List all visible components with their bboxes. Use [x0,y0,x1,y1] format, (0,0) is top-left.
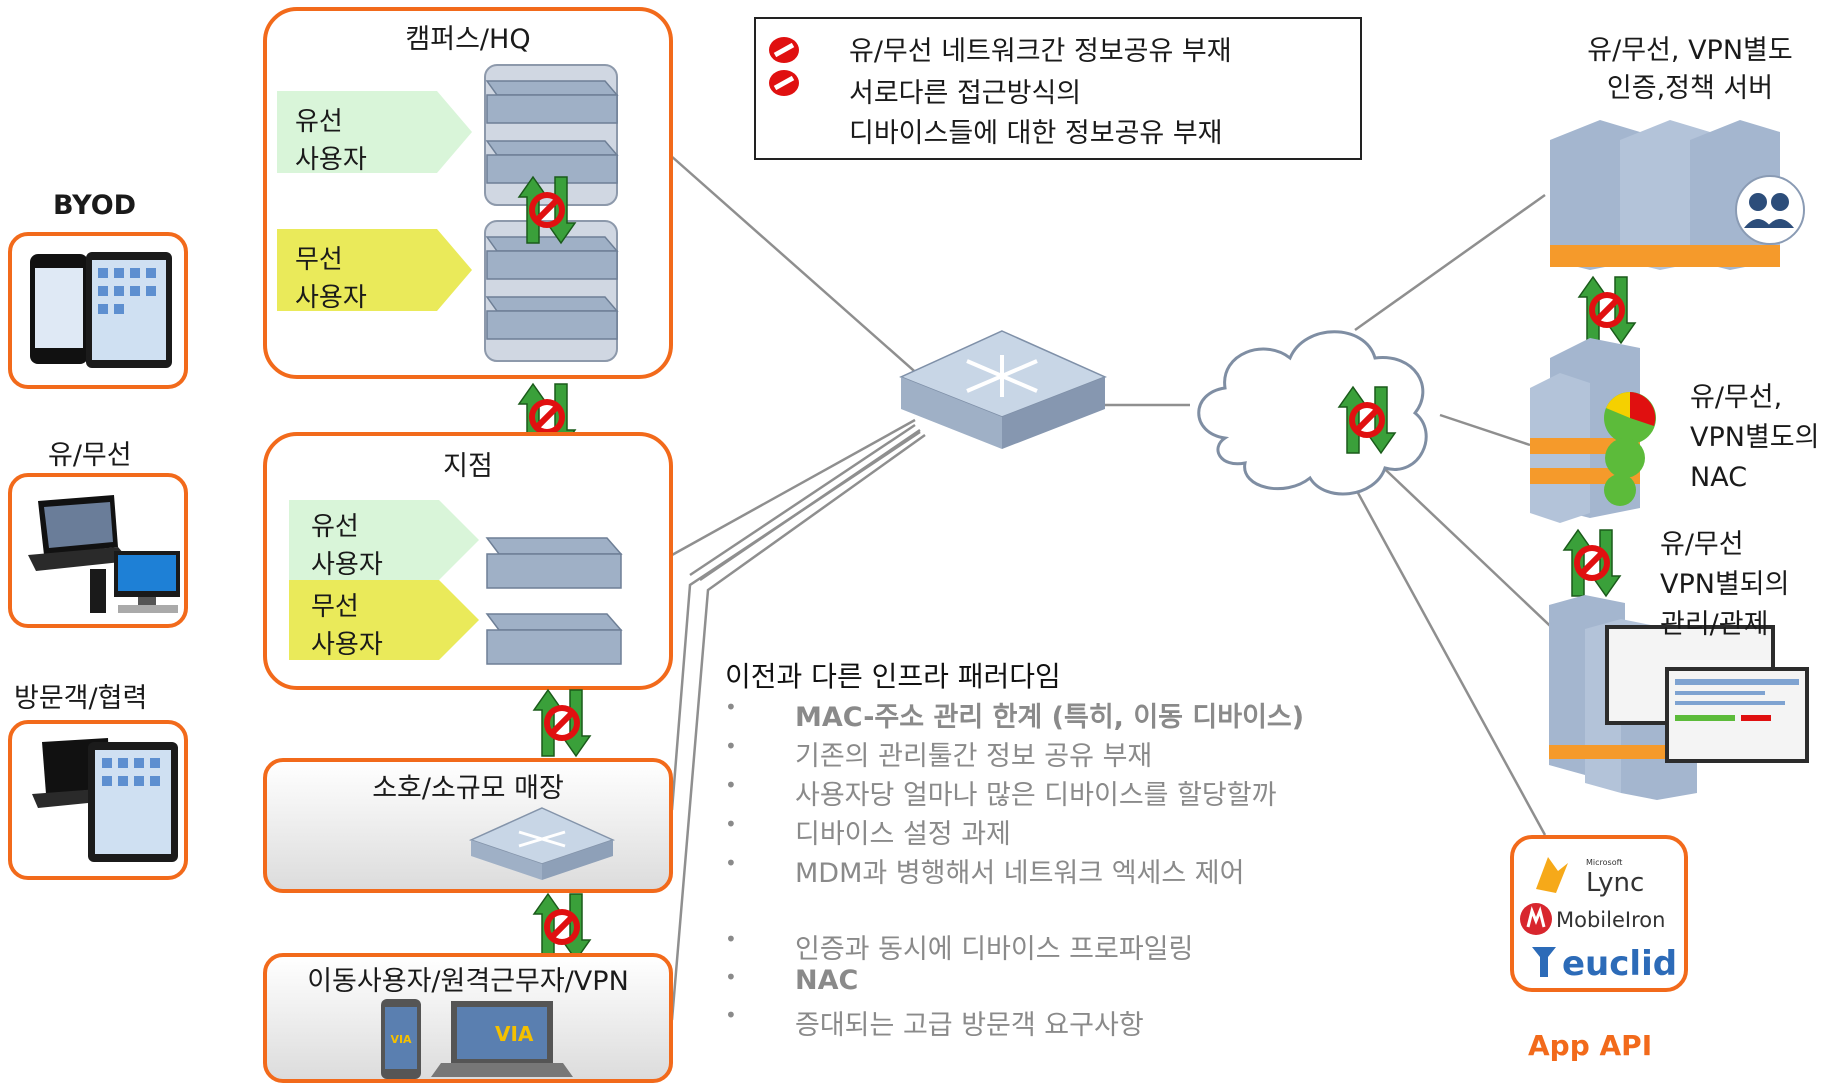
mobileiron-logo: MobileIron [1520,903,1665,935]
legend-box: 유/무선 네트워크간 정보공유 부재 서로다른 접근방식의 디바이스들에 대한 … [754,17,1362,160]
wired-user-arrow [289,500,479,580]
legend-line-3: 디바이스들에 대한 정보공유 부재 [849,118,1223,149]
wired-wireless-label: 유/무선 [48,440,132,471]
mobile-vpn-panel: 이동사용자/원격근무자/VPN VIA VIA [263,953,673,1083]
switch-stack-icon [484,64,619,362]
server-cluster-icon [1550,120,1805,270]
byod-label: BYOD [53,190,137,221]
legend-line-2: 서로다른 접근방식의 [849,78,1082,109]
no-sync-icon [1577,275,1637,345]
management-console-icon [1549,595,1809,800]
euclid-label: euclid [1562,944,1677,983]
switch-stack-icon [485,537,623,665]
campus-title: 캠퍼스/HQ [405,24,531,55]
no-sync-icon [1562,528,1622,598]
branch-title: 지점 [443,451,493,482]
wired-wireless-device-box [8,473,188,628]
soho-title: 소호/소규모 매장 [372,773,564,804]
legend-line-1: 유/무선 네트워크간 정보공유 부재 [849,36,1232,67]
lync-small-label: Microsoft [1586,858,1622,867]
mobile-laptop-icon: VIA VIA [381,999,573,1079]
mobileiron-label: MobileIron [1556,908,1665,932]
visitor-label: 방문객/협력 [14,683,148,714]
core-switch-icon [899,330,1107,449]
via-label: VIA [495,1022,534,1046]
no-sync-icon [532,892,592,962]
paradigm-heading: 이전과 다른 인프라 패러다임 [725,660,1061,693]
no-sync-icon [532,688,592,758]
lync-label: Lync [1586,868,1644,897]
switch-icon [468,807,616,880]
wired-user-arrow [277,91,472,173]
no-sync-icon [1337,385,1397,455]
app-api-box: Microsoft Lync MobileIron euclid [1510,835,1688,992]
laptop-tablet-icon [32,738,178,862]
lync-logo: Microsoft Lync [1536,857,1644,897]
visitor-device-box [8,720,188,880]
app-api-label: App API [1528,1029,1653,1062]
wireless-user-arrow [277,229,472,311]
mobile-title: 이동사용자/원격근무자/VPN [307,966,629,997]
byod-device-box [8,232,188,389]
smartphone-tablet-icon [30,252,172,368]
no-sync-icon [517,175,577,245]
soho-panel: 소호/소규모 매장 [263,758,673,893]
nac-server-icon [1530,338,1656,523]
euclid-logo: euclid [1532,944,1677,983]
laptop-desktop-icon [28,495,180,613]
via-label: VIA [390,1033,412,1046]
wireless-user-arrow [289,580,479,660]
cloud-icon [1197,330,1428,496]
prohibit-icon [769,37,799,96]
